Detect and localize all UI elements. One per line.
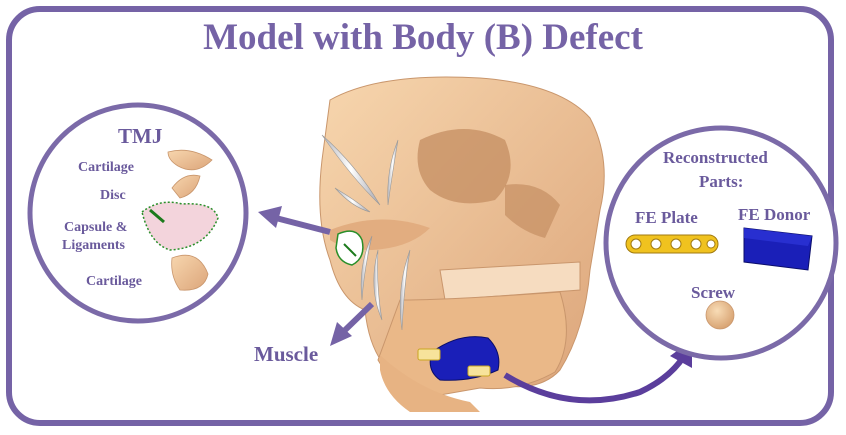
tmj-label-capsule: Capsule & bbox=[64, 220, 127, 236]
tmj-heading: TMJ bbox=[118, 124, 162, 149]
tmj-label-cartilage-bottom: Cartilage bbox=[86, 274, 142, 290]
parts-heading-line1: Reconstructed bbox=[663, 148, 768, 168]
parts-heading-line2: Parts: bbox=[699, 172, 743, 192]
fe-plate bbox=[626, 235, 718, 253]
screw-label: Screw bbox=[691, 283, 735, 303]
arrow-to-muscle bbox=[330, 304, 372, 346]
fe-donor bbox=[744, 228, 812, 270]
fe-plate-label: FE Plate bbox=[635, 208, 698, 228]
fe-donor-label: FE Donor bbox=[738, 205, 810, 225]
tmj-label-ligaments: Ligaments bbox=[62, 238, 125, 254]
arrow-to-tmj bbox=[258, 206, 330, 232]
screw-part bbox=[706, 301, 734, 329]
muscle-label: Muscle bbox=[254, 342, 318, 367]
tmj-label-cartilage-top: Cartilage bbox=[78, 160, 134, 176]
tmj-label-disc: Disc bbox=[100, 188, 126, 204]
